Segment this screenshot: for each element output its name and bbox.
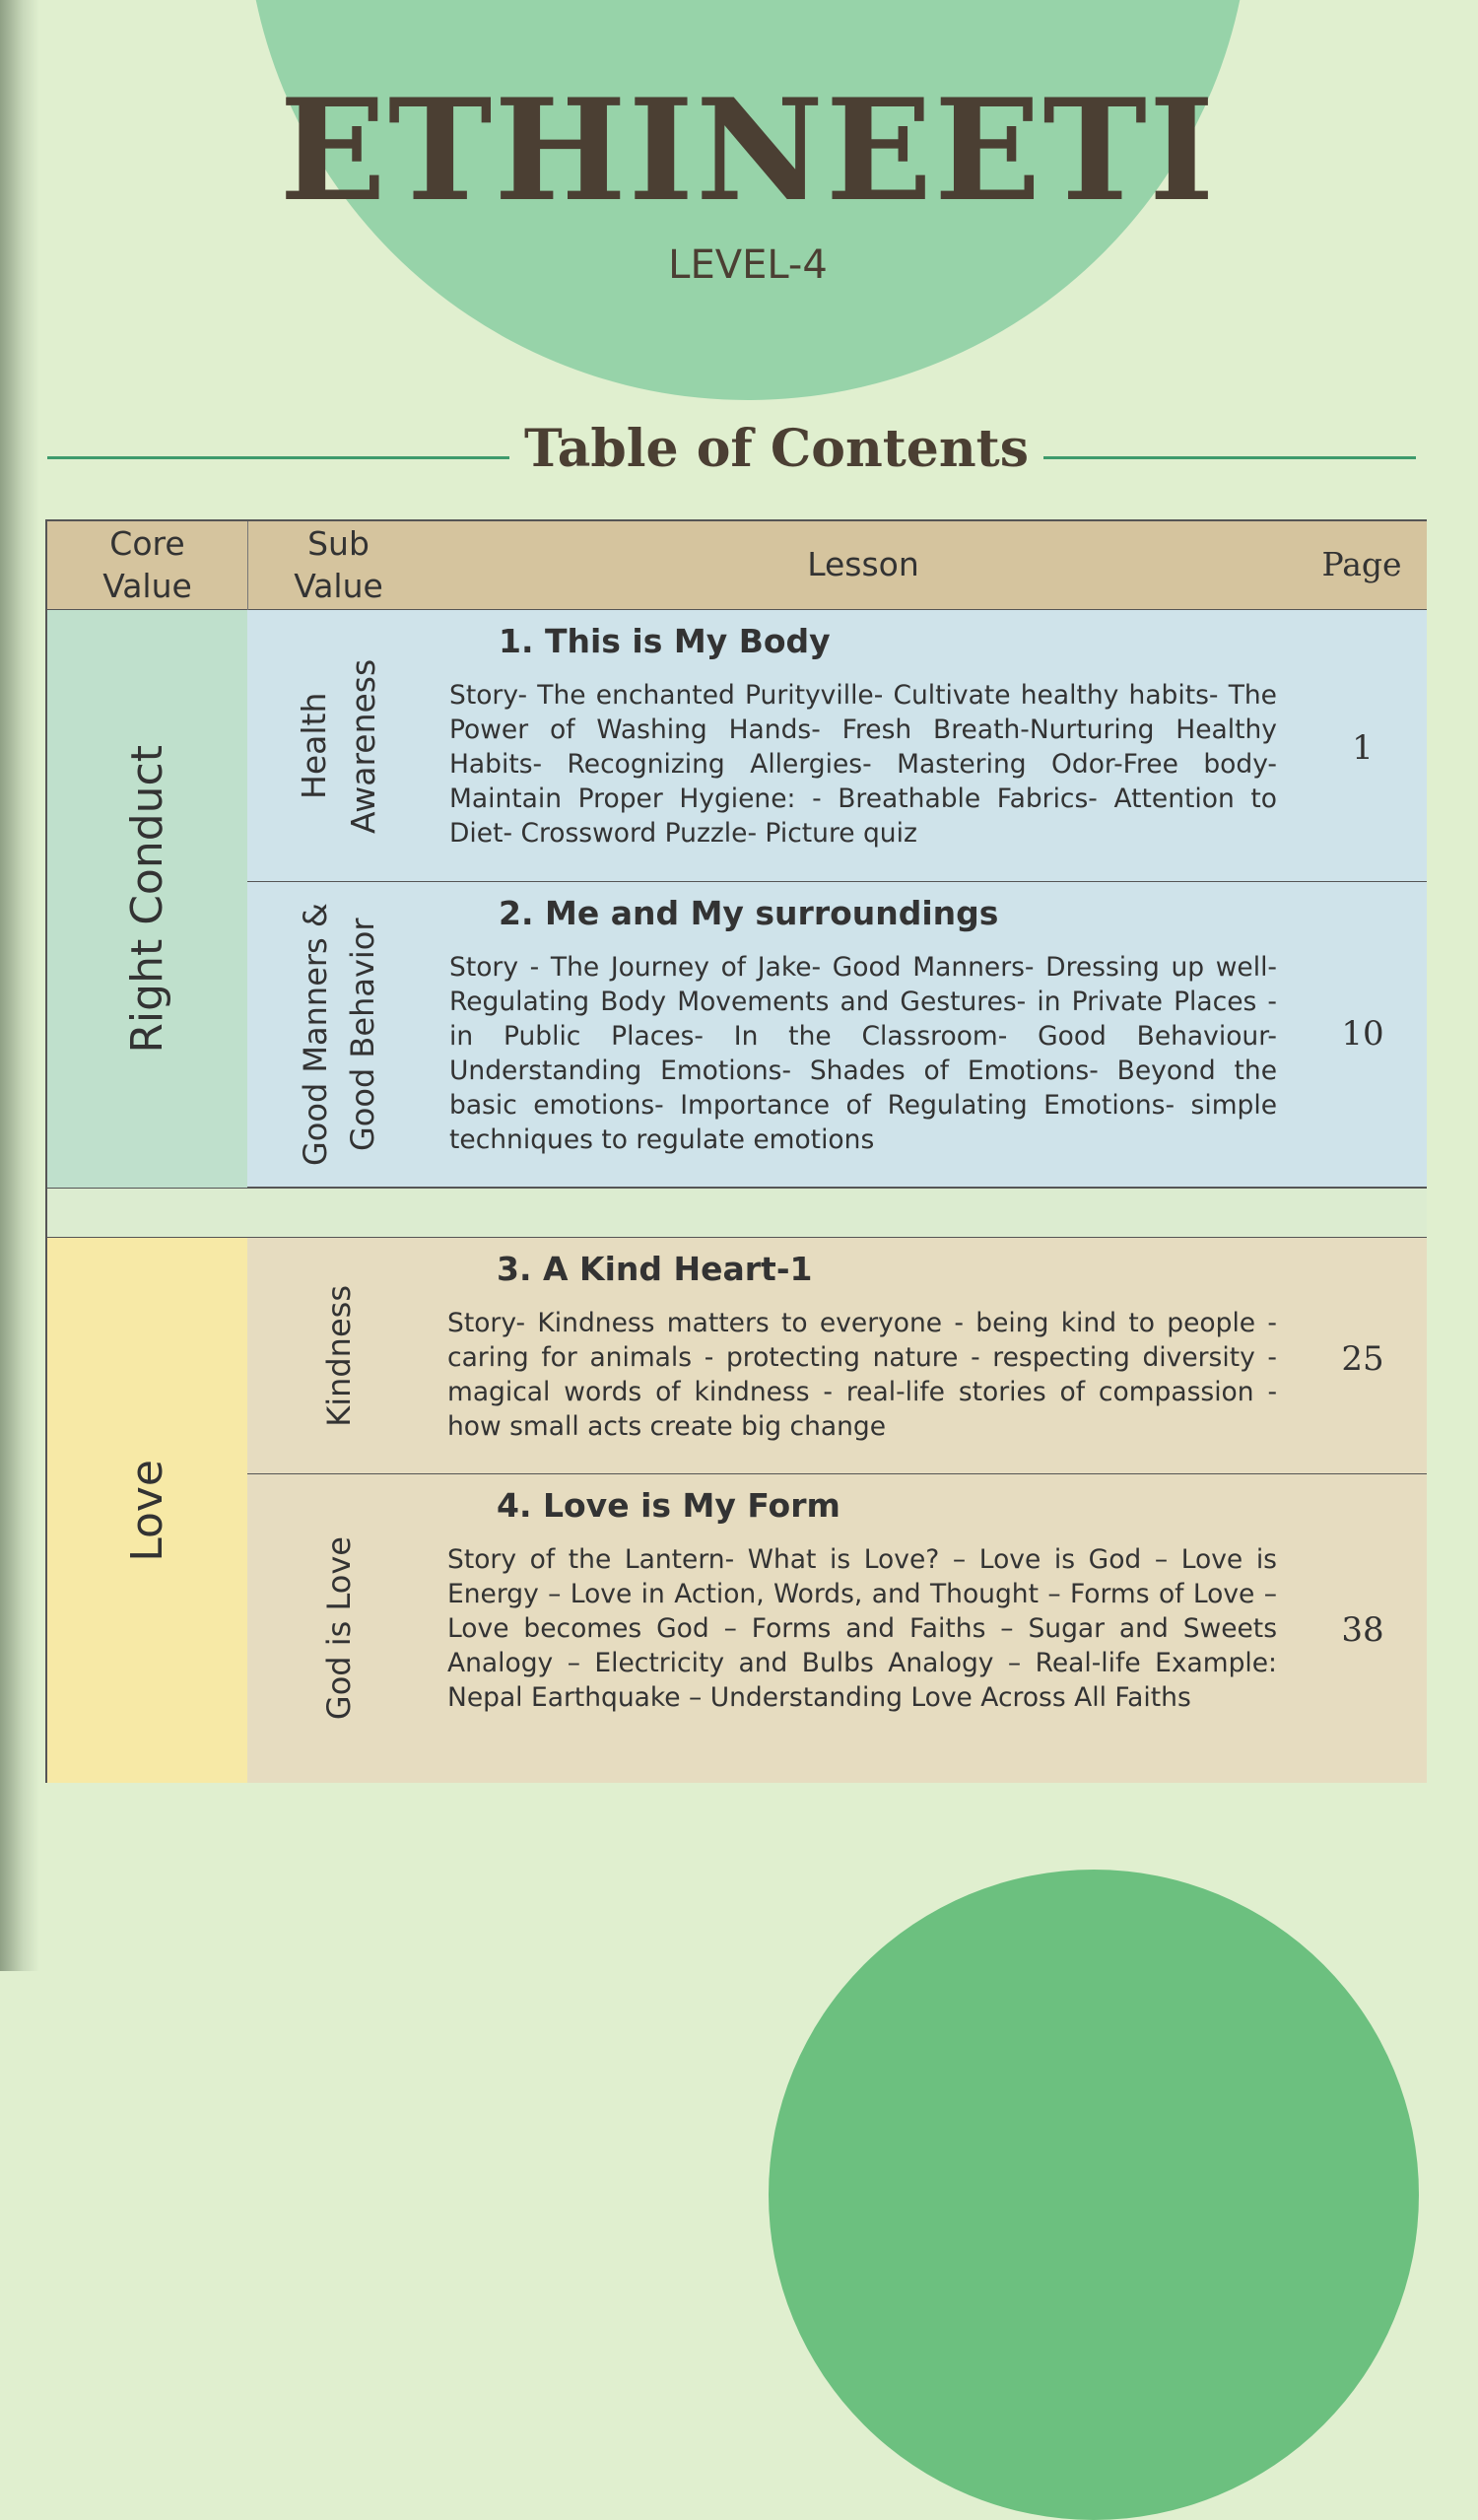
lesson-title[interactable]: 1. This is My Body [499, 622, 831, 660]
spacer-row [47, 1188, 1427, 1238]
page-number: 25 [1341, 1339, 1384, 1379]
sub-value-label: Kindness [319, 1285, 358, 1427]
header-label: Sub Value [294, 523, 383, 605]
header-page: Page [1297, 521, 1427, 610]
table-row [247, 610, 1427, 882]
header-label: Core Value [102, 523, 192, 605]
lesson-cell: 1. This is My Body Story- The enchanted … [449, 616, 1277, 851]
table-row [247, 1474, 1427, 1783]
page-number: 1 [1352, 728, 1374, 768]
sub-value-cell: God is Love [247, 1474, 430, 1783]
book-spine-shadow [0, 0, 39, 1971]
header-sub-value: Sub Value [247, 521, 430, 610]
lesson-description: Story- The enchanted Purityville- Cultiv… [449, 680, 1277, 849]
core-value-label: Right Conduct [122, 744, 172, 1054]
table-row [247, 882, 1427, 1188]
heading-rule-right [1043, 456, 1416, 459]
level-label: LEVEL-4 [668, 242, 828, 288]
page-number: 38 [1341, 1610, 1384, 1650]
column-divider [247, 521, 248, 610]
lesson-title[interactable]: 4. Love is My Form [497, 1486, 840, 1525]
lesson-description: Story- Kindness matters to everyone - be… [447, 1308, 1277, 1442]
sub-value-cell: Good Manners & Good Behavior [247, 882, 430, 1188]
table-row [247, 1238, 1427, 1474]
lesson-description: Story of the Lantern- What is Love? – Lo… [447, 1544, 1277, 1713]
core-value-cell: Love [47, 1238, 247, 1783]
header-core-value: Core Value [47, 521, 247, 610]
contents-table: Core Value Sub Value Lesson Page Right C… [45, 519, 1427, 1783]
core-value-label: Love [122, 1459, 172, 1562]
decorative-circle-bottom [769, 1870, 1419, 2520]
sub-value-label: God is Love [319, 1536, 358, 1721]
page-number: 10 [1341, 1014, 1384, 1054]
sub-value-label: Health Awareness [294, 658, 382, 834]
lesson-cell: 3. A Kind Heart-1 Story- Kindness matter… [447, 1244, 1277, 1444]
lesson-title[interactable]: 2. Me and My surroundings [499, 894, 999, 932]
lesson-title[interactable]: 3. A Kind Heart-1 [497, 1250, 813, 1288]
header-lesson: Lesson [430, 521, 1297, 610]
sub-value-cell: Health Awareness [247, 610, 430, 882]
lesson-cell: 2. Me and My surroundings Story - The Jo… [449, 888, 1277, 1157]
sub-value-cell: Kindness [247, 1238, 430, 1474]
core-value-cell: Right Conduct [47, 610, 247, 1188]
sub-value-label: Good Manners & Good Behavior [296, 903, 381, 1167]
lesson-cell: 4. Love is My Form Story of the Lantern-… [447, 1480, 1277, 1715]
heading-rule-left [47, 456, 509, 459]
book-title: ETHINEETI [279, 69, 1217, 233]
toc-heading: Table of Contents [524, 419, 1029, 479]
lesson-description: Story - The Journey of Jake- Good Manner… [449, 952, 1277, 1155]
